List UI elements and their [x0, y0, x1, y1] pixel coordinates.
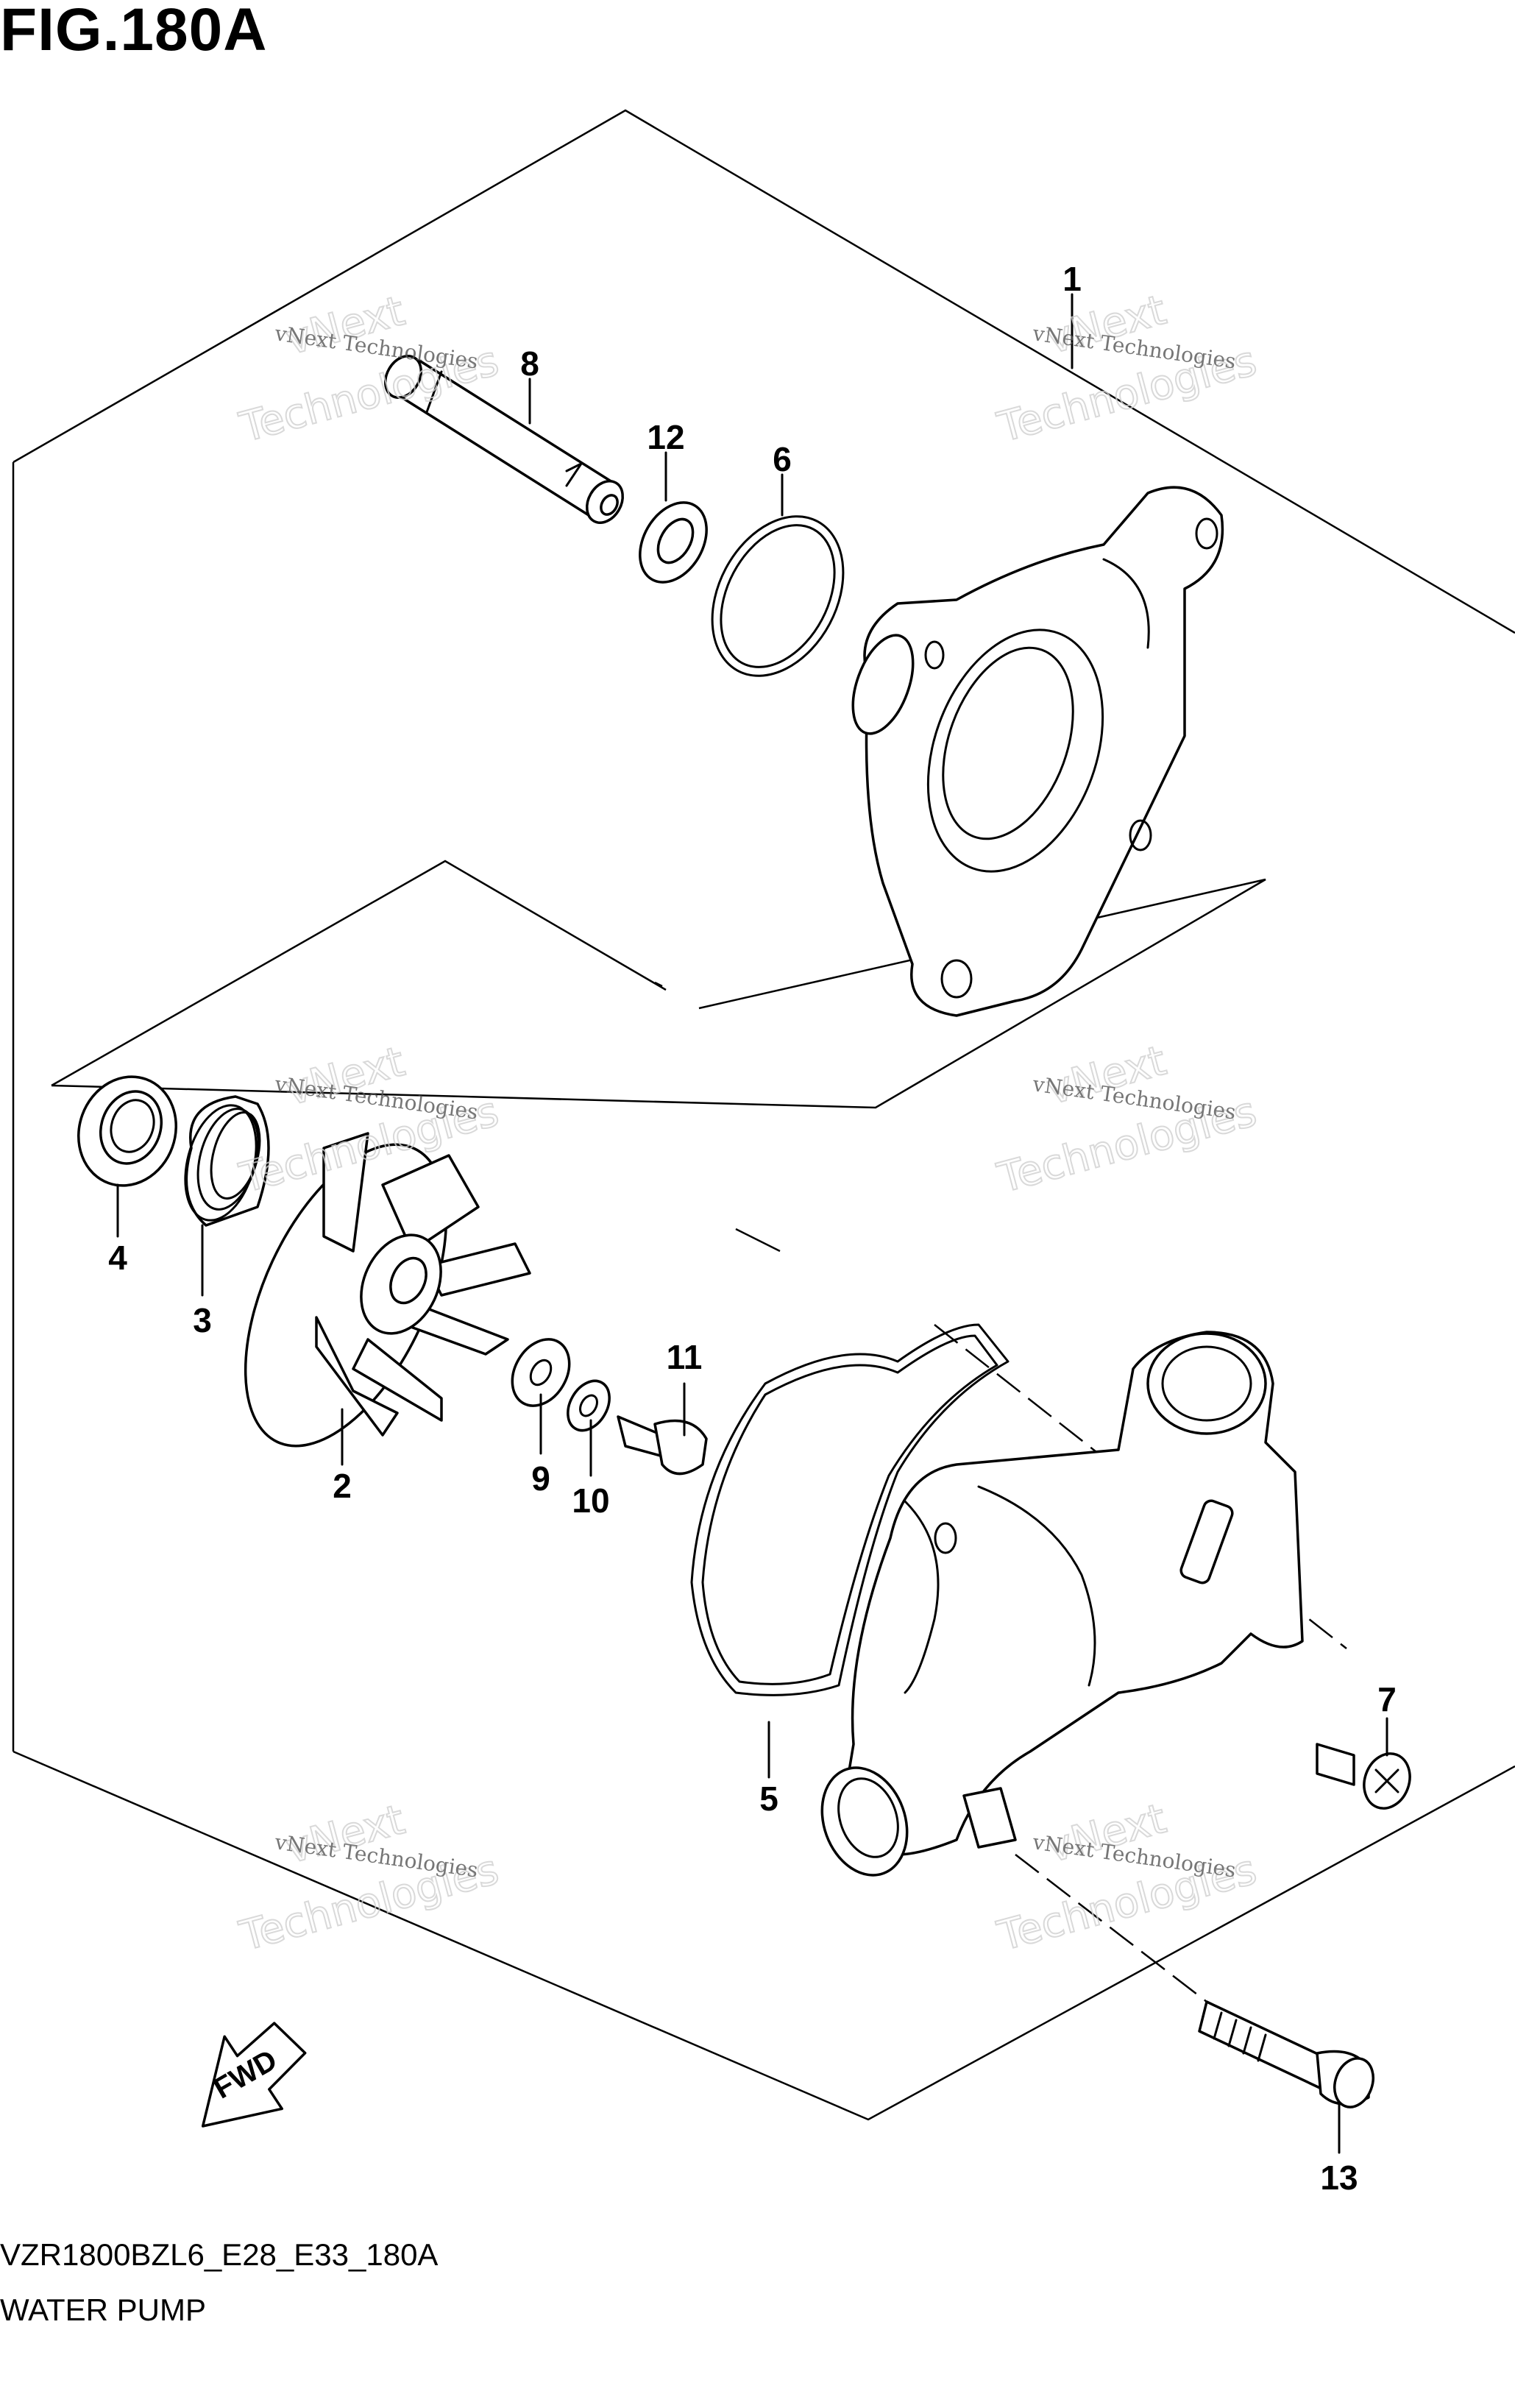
part-washer-9 [511, 1338, 571, 1407]
part-pump-cover [851, 486, 1224, 1017]
callout-10: 10 [572, 1481, 609, 1520]
part-pump-body [820, 1331, 1304, 1877]
part-o-ring-6 [711, 515, 845, 677]
callout-12: 12 [647, 418, 684, 456]
callout-6: 6 [773, 440, 792, 478]
part-impeller [244, 1132, 531, 1448]
part-bolt-13 [1198, 2000, 1374, 2108]
callout-11: 11 [667, 1338, 703, 1376]
fwd-arrow: FWD [201, 2022, 307, 2128]
part-oil-seal-4 [77, 1075, 177, 1187]
part-bolt-11 [617, 1415, 708, 1476]
section-name: WATER PUMP [0, 2292, 206, 2327]
callout-13: 13 [1320, 2159, 1358, 2197]
watermark-bottom-left: vNext Technologies vNext Technologies [234, 1795, 504, 1961]
model-code: VZR1800BZL6_E28_E33_180A [0, 2237, 439, 2272]
watermark-mid-right: vNext Technologies vNext Technologies [992, 1036, 1262, 1203]
callout-2: 2 [333, 1467, 352, 1505]
callout-1: 1 [1062, 260, 1082, 298]
callout-7: 7 [1377, 1680, 1397, 1718]
part-mechanical-seal-3 [184, 1095, 270, 1227]
watermark-top-right: vNext Technologies vNext Technologies [992, 286, 1262, 453]
figure-title: FIG.180A [0, 0, 268, 63]
part-screw-7 [1316, 1743, 1411, 1810]
part-shaft [384, 355, 624, 524]
part-washer-12 [639, 501, 708, 584]
part-gasket-5 [690, 1323, 1010, 1696]
assembly-outline [12, 109, 1515, 2121]
part-washer-10 [567, 1379, 611, 1432]
callout-4: 4 [108, 1239, 127, 1277]
callout-5: 5 [759, 1780, 778, 1818]
callout-3: 3 [193, 1301, 212, 1339]
watermark-bottom-right: vNext Technologies vNext Technologies [992, 1794, 1262, 1961]
callout-labels: 1 2 3 4 5 6 7 8 9 10 11 12 13 [108, 260, 1397, 2197]
callout-leaders [116, 293, 1388, 2154]
callout-8: 8 [520, 344, 539, 383]
callout-9: 9 [531, 1459, 550, 1498]
